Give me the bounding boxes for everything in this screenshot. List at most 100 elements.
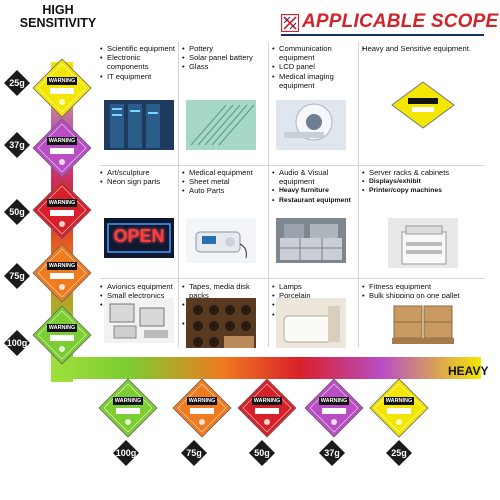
weight-badge: 25g bbox=[386, 440, 412, 466]
weight-badge-label: 25g bbox=[391, 448, 407, 458]
shock-indicator-icon: WARNING bbox=[304, 378, 364, 438]
scope-item: IT equipment bbox=[100, 72, 176, 81]
scope-item: Lamps bbox=[272, 282, 356, 291]
weight-badge: 37g bbox=[4, 132, 30, 158]
weight-badge-label: 100g bbox=[6, 338, 28, 348]
badge-diamond-icon bbox=[4, 330, 30, 356]
scope-logo-icon bbox=[280, 13, 300, 33]
shock-indicator-icon: WARNING bbox=[98, 378, 158, 438]
scope-cell: Fitness equipmentBulk shipping on one pa… bbox=[362, 282, 482, 301]
weight-badge: 100g bbox=[113, 440, 139, 466]
scope-item: Pottery bbox=[182, 44, 266, 53]
scope-item-bold: Printer/copy machines bbox=[362, 186, 482, 195]
weight-badge-label: 25g bbox=[9, 78, 25, 88]
grid-divider bbox=[178, 42, 179, 347]
weight-badge: 75g bbox=[4, 263, 30, 289]
badge-diamond-icon bbox=[386, 440, 412, 466]
high-sensitivity-line-1: HIGH bbox=[42, 3, 74, 17]
weight-badge: 75g bbox=[181, 440, 207, 466]
badge-diamond-icon bbox=[113, 440, 139, 466]
shock-indicator-label: WARNING bbox=[48, 325, 76, 331]
scope-item-bold: Heavy furniture bbox=[272, 186, 356, 195]
shock-indicator-label: WARNING bbox=[48, 78, 76, 84]
scope-cell: Communication equipmentLCD panelMedical … bbox=[272, 44, 356, 90]
scope-item: Tapes, media disk packs bbox=[182, 282, 266, 300]
yellow-indicator-photo bbox=[388, 80, 458, 130]
scope-item: Medical imaging equipment bbox=[272, 72, 356, 90]
heavy-label: HEAVY bbox=[448, 364, 489, 378]
weight-badge-label: 75g bbox=[186, 448, 202, 458]
high-sensitivity-title: HIGH SENSITIVITY bbox=[8, 4, 108, 30]
scope-item: Server racks & cabinets bbox=[362, 168, 482, 177]
high-sensitivity-line-2: SENSITIVITY bbox=[19, 16, 97, 30]
badge-diamond-icon bbox=[4, 199, 30, 225]
applicable-scope-title: APPLICABLE SCOPE bbox=[302, 11, 499, 32]
shock-indicator-label: WARNING bbox=[385, 398, 413, 404]
shock-indicator-icon: WARNING bbox=[237, 378, 297, 438]
scope-cell: Art/sculptureNeon sign parts bbox=[100, 168, 176, 187]
scope-item-list: Server racks & cabinetsDisplays/exhibitP… bbox=[362, 168, 482, 196]
scope-item: Communication equipment bbox=[272, 44, 356, 62]
weight-badge: 100g bbox=[4, 330, 30, 356]
shock-indicator-icon: WARNING bbox=[32, 243, 92, 303]
shock-indicator-icon: WARNING bbox=[32, 118, 92, 178]
scope-item: Solar panel battery bbox=[182, 53, 266, 62]
scope-item-list: Fitness equipmentBulk shipping on one pa… bbox=[362, 282, 482, 301]
shock-indicator-label: WARNING bbox=[48, 263, 76, 269]
scope-item: Fitness equipment bbox=[362, 282, 482, 291]
badge-diamond-icon bbox=[4, 132, 30, 158]
weight-badge-label: 37g bbox=[324, 448, 340, 458]
scope-item: Scientific equipment bbox=[100, 44, 176, 53]
weight-badge-label: 100g bbox=[115, 448, 137, 458]
scope-item: LCD panel bbox=[272, 62, 356, 71]
grid-divider bbox=[268, 42, 269, 347]
shock-indicator-icon: WARNING bbox=[369, 378, 429, 438]
scope-item-list: Medical equipmentSheet metalAuto Parts bbox=[182, 168, 266, 196]
scope-cell: Medical equipmentSheet metalAuto Parts bbox=[182, 168, 266, 196]
shock-indicator-label: WARNING bbox=[253, 398, 281, 404]
grid-divider bbox=[100, 165, 485, 166]
medical-device-photo bbox=[186, 218, 256, 263]
scope-item-list: Heavy and Sensitive equipment. bbox=[362, 44, 482, 53]
weight-badge-label: 50g bbox=[254, 448, 270, 458]
scope-item: Bulk shipping on one pallet bbox=[362, 291, 482, 300]
scope-cell: Server racks & cabinetsDisplays/exhibitP… bbox=[362, 168, 482, 196]
grid-divider bbox=[358, 42, 359, 347]
scope-item-list: Audio & Visual equipmentHeavy furnitureR… bbox=[272, 168, 356, 205]
glass-sheets-photo bbox=[186, 100, 256, 150]
shock-indicator-label: WARNING bbox=[48, 138, 76, 144]
shock-indicator-icon: WARNING bbox=[172, 378, 232, 438]
weight-badge: 25g bbox=[4, 70, 30, 96]
scope-item: Electronic components bbox=[100, 53, 176, 71]
kitchen-equipment-photo bbox=[276, 218, 346, 263]
bathtub-photo bbox=[276, 298, 346, 348]
badge-diamond-icon bbox=[319, 440, 345, 466]
scope-item: Neon sign parts bbox=[100, 177, 176, 186]
shock-indicator-label: WARNING bbox=[114, 398, 142, 404]
scope-item-list: PotterySolar panel batteryGlass bbox=[182, 44, 266, 72]
shock-indicator-icon: WARNING bbox=[32, 58, 92, 118]
wine-rack-photo bbox=[186, 298, 256, 348]
server-rack-photo bbox=[104, 100, 174, 150]
scope-item-list: Art/sculptureNeon sign parts bbox=[100, 168, 176, 187]
scope-item-bold: Displays/exhibit bbox=[362, 177, 482, 186]
scope-cell: PotterySolar panel batteryGlass bbox=[182, 44, 266, 72]
shock-indicator-icon: WARNING bbox=[32, 180, 92, 240]
scope-item-bold: Restaurant equipment bbox=[272, 196, 356, 205]
neon-sign-text: OPEN bbox=[113, 226, 165, 246]
scope-item: Glass bbox=[182, 62, 266, 71]
computers-photo bbox=[104, 298, 174, 343]
scope-item: Medical equipment bbox=[182, 168, 266, 177]
scope-item: Auto Parts bbox=[182, 186, 266, 195]
weight-badge: 37g bbox=[319, 440, 345, 466]
weight-badge: 50g bbox=[249, 440, 275, 466]
shock-indicator-icon: WARNING bbox=[32, 305, 92, 365]
scope-cell: Audio & Visual equipmentHeavy furnitureR… bbox=[272, 168, 356, 205]
badge-diamond-icon bbox=[181, 440, 207, 466]
scope-item: Audio & Visual equipment bbox=[272, 168, 356, 186]
shock-indicator-label: WARNING bbox=[188, 398, 216, 404]
copy-machine-photo bbox=[388, 218, 458, 268]
pallet-boxes-photo bbox=[388, 298, 458, 348]
weight-badge-label: 50g bbox=[9, 207, 25, 217]
weight-badge-label: 37g bbox=[9, 140, 25, 150]
